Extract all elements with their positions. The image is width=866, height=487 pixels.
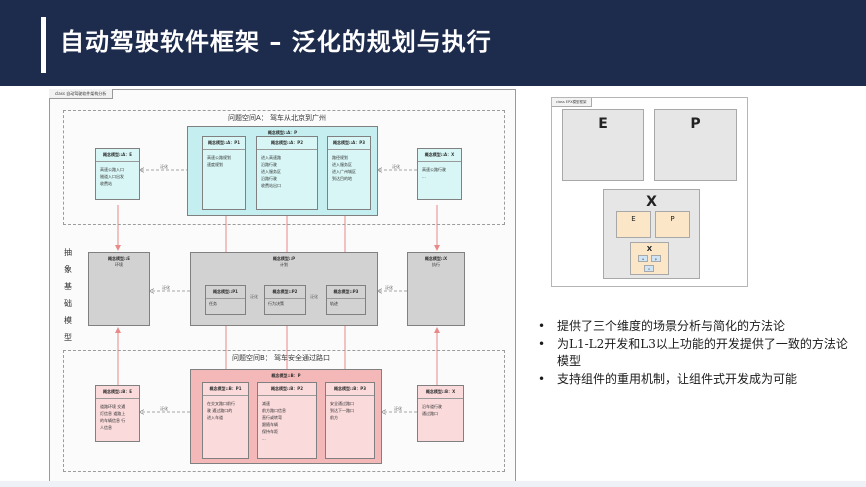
generalization-label: 泛化 <box>385 285 393 290</box>
generalization-label: 泛化 <box>160 406 168 411</box>
class-p1: 概念模型::P1 任务 <box>205 285 246 315</box>
bullet-item: 提供了三个维度的场景分析与简化的方法论 <box>535 318 855 335</box>
class-a-x: 概念模型::A：X 高速公路行驶 ... <box>417 148 462 200</box>
bullet-item: 支持组件的重用机制，让组件式开发成为可能 <box>535 371 855 388</box>
epx-tiny-e-box: e <box>638 255 648 262</box>
footer-strip <box>0 481 866 487</box>
epx-e-box: E <box>562 109 644 181</box>
epx-panel-tab: class EPX模型框架 <box>552 98 592 107</box>
generalization-label: 泛化 <box>392 164 400 169</box>
class-a-p2: 概念模型::A：P2 进入高速路 沿路行驶 进入服务区 沿路行驶 收费站出口 <box>256 136 318 210</box>
class-e: 概念模型::E 环境 <box>88 252 150 326</box>
class-b-p2: 概念模型::B：P2 减速 前方路口信息 直行或转弯 跟随车辆 保持车距 ... <box>257 382 317 459</box>
class-p3: 概念模型::P3 轨迹 <box>326 285 366 315</box>
slide-header: 自动驾驶软件框架 – 泛化的规划与执行 <box>0 0 866 86</box>
problem-space-a-label: 问题空间A： 驾车从北京到广州 <box>228 114 327 122</box>
header-accent-bar <box>41 17 46 73</box>
class-b-x: 概念模型::B：X 沿车道行驶 通过路口 <box>417 385 464 442</box>
slide-title: 自动驾驶软件框架 – 泛化的规划与执行 <box>60 28 492 56</box>
generalization-label: 泛化 <box>310 294 318 299</box>
class-b-p1: 概念模型::B：P1 在交叉路口前行 驶 通过路口的 进入车道 <box>202 382 249 459</box>
class-b-e: 概念模型::B：E 道路环境 交通 灯信息 道路上 的车辆信息 行 人信息 <box>95 385 140 442</box>
generalization-label: 泛化 <box>162 285 170 290</box>
epx-inner-e-box: E <box>616 211 651 238</box>
class-a-e: 概念模型::A：E 高速公路入口 隧道入口出发 收费站 <box>95 148 140 200</box>
class-p2: 概念模型::P2 行为决策 <box>264 285 306 315</box>
bullet-item: 为L1-L2开发和L3以上功能的开发提供了一致的方法论模型 <box>535 336 855 370</box>
abstract-model-label: 抽 象 基 础 模 型 <box>64 248 72 342</box>
problem-space-b-region <box>63 350 505 472</box>
generalization-label: 泛化 <box>394 406 402 411</box>
epx-tiny-x-box: x <box>644 265 654 272</box>
generalization-label: 泛化 <box>160 164 168 169</box>
class-a-p1: 概念模型::A：P1 高速公路规划 速度规划 <box>202 136 246 210</box>
class-a-p3: 概念模型::A：P3 路径规划 进入服务区 进入广州城区 到达目的地 <box>327 136 371 210</box>
epx-tiny-p-box: p <box>651 255 661 262</box>
problem-space-a-region <box>63 110 505 225</box>
class-x: 概念模型::X 执行 <box>407 252 465 326</box>
generalization-label: 泛化 <box>250 294 258 299</box>
problem-space-b-label: 问题空间B： 驾车安全通过路口 <box>232 354 331 362</box>
epx-inner-p-box: P <box>655 211 690 238</box>
epx-p-box: P <box>654 109 737 181</box>
class-b-p3: 概念模型::B：P3 安全通过路口 到达下一路口 前方 <box>325 382 375 459</box>
diagram-frame-tab: class 自动驾驶软件架构分析 <box>49 89 114 99</box>
summary-bullet-list: 提供了三个维度的场景分析与简化的方法论 为L1-L2开发和L3以上功能的开发提供… <box>535 318 855 389</box>
